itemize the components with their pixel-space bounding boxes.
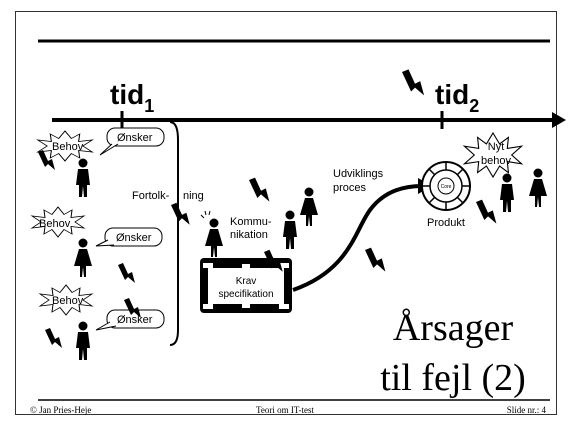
doc-hinge [242, 304, 250, 308]
person-male-icon [76, 321, 90, 360]
person-male-icon [500, 173, 514, 212]
person-female-icon [529, 168, 547, 207]
behov-label-2: Behov [39, 218, 71, 230]
doc-hinge [279, 304, 289, 309]
lightning-icon [365, 247, 386, 272]
speech-bubble-icon [106, 127, 165, 147]
fortolkning-label-a: Fortolk- [132, 190, 170, 202]
slide-title-line1: Årsager [393, 307, 514, 349]
onsker-label-3: Ønsker [117, 314, 153, 326]
lightning-icon [45, 328, 62, 348]
lightning-icon [402, 69, 425, 96]
nyt-label-b: behov [481, 155, 511, 167]
development-process-arrow [292, 184, 424, 292]
behov-label-3: Behov [52, 295, 84, 307]
fortolkning-label-b: ning [183, 190, 204, 202]
requirements-document [208, 268, 284, 304]
bubble-tail [95, 321, 117, 331]
udv-label-b: proces [333, 182, 367, 194]
person-male-icon [76, 158, 90, 197]
slide-title-line2: til fejl (2) [380, 357, 526, 399]
bubble-tail [95, 239, 115, 247]
bubble-tail [99, 143, 119, 156]
person-female-icon [74, 238, 92, 277]
timeline-arrow-icon [552, 112, 566, 128]
speech-bubble-icon [104, 227, 163, 247]
speech-lines [200, 210, 211, 219]
onsker-label-2: Ønsker [116, 232, 152, 244]
lightning-icon [118, 263, 135, 283]
footer-author: © Jan Pries-Heje [30, 405, 91, 415]
tid2-label: tid2 [435, 79, 479, 116]
person-female-icon [300, 187, 318, 226]
doc-hinge [203, 263, 213, 268]
person-male-icon [283, 210, 297, 249]
doc-hinge [279, 263, 289, 268]
wheel-icon [421, 161, 471, 211]
stakeholder-bracket [169, 121, 179, 346]
krav-label-b: specifikation [218, 289, 273, 300]
krav-label-a: Krav [236, 276, 257, 287]
core-label: Core [441, 184, 452, 190]
doc-hinge [203, 304, 213, 309]
footer-slide-number: Slide nr.: 4 [507, 405, 547, 415]
footer-course: Teori om IT-test [256, 405, 315, 415]
udv-label-a: Udviklings [333, 168, 384, 180]
tid1-label: tid1 [110, 79, 154, 116]
person-female-icon [205, 218, 223, 257]
lightning-icon [476, 199, 497, 224]
behov-label-1: Behov [52, 141, 84, 153]
kommu-label-a: Kommu- [230, 216, 272, 228]
onsker-label-1: Ønsker [117, 132, 153, 144]
produkt-label: Produkt [427, 217, 465, 229]
slide-frame [15, 11, 557, 415]
nyt-label-a: Nyt [488, 141, 505, 153]
doc-hinge [242, 264, 250, 268]
kommu-label-b: nikation [230, 229, 268, 241]
lightning-icon [249, 177, 270, 202]
lightning-icon [171, 202, 190, 225]
